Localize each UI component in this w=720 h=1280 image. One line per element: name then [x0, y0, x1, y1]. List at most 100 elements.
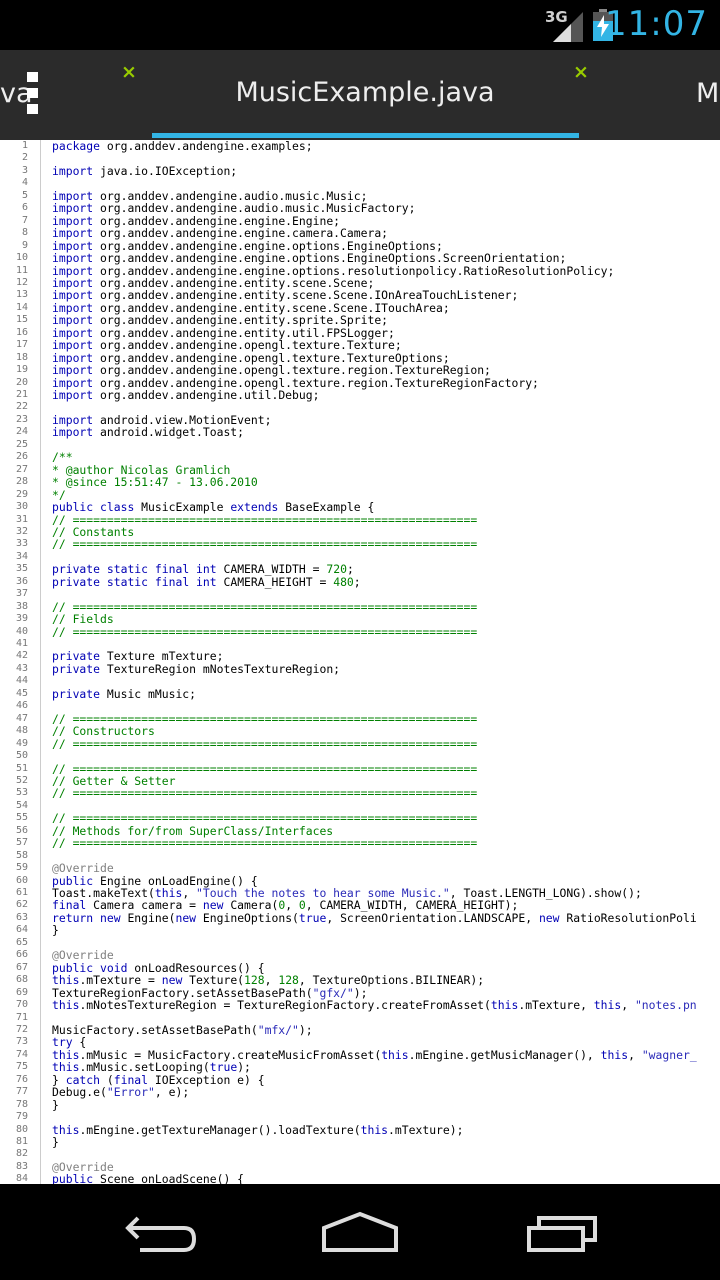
line-number: 48 [15, 725, 28, 737]
code-text: /** [52, 450, 73, 465]
code-text: // Fields [52, 612, 114, 627]
close-tab-icon[interactable]: × [121, 61, 137, 83]
code-line: 4 [0, 177, 720, 190]
overflow-menu-icon[interactable] [27, 72, 38, 114]
signal-icon [553, 12, 583, 42]
recent-apps-icon[interactable] [515, 1206, 615, 1258]
code-line: 59@Override [0, 862, 720, 875]
code-line: 64} [0, 924, 720, 937]
line-number: 47 [15, 712, 28, 724]
code-text: private static final int CAMERA_WIDTH = … [52, 562, 354, 577]
navigation-bar [0, 1184, 720, 1280]
code-text: // =====================================… [52, 624, 478, 639]
line-number: 35 [15, 563, 28, 575]
code-text: private Music mMusic; [52, 686, 197, 701]
line-number: 75 [15, 1061, 28, 1073]
code-text: import org.anddev.andengine.entity.scene… [52, 288, 519, 303]
code-text: public void onLoadResources() { [52, 960, 265, 975]
line-number: 59 [15, 862, 28, 874]
code-text: // Constants [52, 524, 135, 539]
code-text: // Getter & Setter [52, 773, 176, 788]
line-number: 53 [15, 787, 28, 799]
code-text: // =====================================… [52, 761, 478, 776]
code-line: 66@Override [0, 949, 720, 962]
line-number: 72 [15, 1023, 28, 1035]
line-number: 70 [15, 999, 28, 1011]
line-number: 76 [15, 1073, 28, 1085]
line-number: 44 [15, 675, 28, 687]
line-number: 20 [15, 376, 28, 388]
line-number: 69 [15, 986, 28, 998]
code-text: // Methods for/from SuperClass/Interface… [52, 823, 334, 838]
code-line: 38// ===================================… [0, 599, 720, 614]
line-number: 4 [21, 177, 28, 189]
code-line: 22 [0, 401, 720, 414]
line-number: 64 [15, 924, 28, 936]
line-number: 24 [15, 426, 28, 438]
close-tab-icon[interactable]: × [573, 61, 589, 83]
code-text: // =====================================… [52, 711, 478, 726]
code-text: * @author Nicolas Gramlich [52, 462, 231, 477]
code-line: 29*/ [0, 488, 720, 502]
code-line: 37 [0, 588, 720, 601]
code-line: 57// ===================================… [0, 837, 720, 850]
line-number: 58 [15, 849, 28, 861]
line-number: 46 [15, 700, 28, 712]
code-text: } [52, 1097, 59, 1112]
status-bar: 3G 11:07 [0, 0, 720, 50]
clock: 11:07 [605, 4, 708, 44]
line-number: 66 [15, 949, 28, 961]
code-text: // =====================================… [52, 599, 478, 614]
line-number: 52 [15, 774, 28, 786]
line-number: 54 [15, 799, 28, 811]
code-line: 39// Fields [0, 613, 720, 626]
code-text: this.mMusic = MusicFactory.createMusicFr… [52, 1047, 697, 1062]
line-number: 65 [15, 936, 28, 948]
line-number: 21 [15, 389, 28, 400]
code-line: 31// ===================================… [0, 513, 720, 527]
code-text: this.mNotesTextureRegion = TextureRegion… [52, 998, 697, 1013]
line-number: 19 [15, 364, 28, 376]
code-line: 78} [0, 1099, 720, 1112]
code-text: Toast.makeText(this, "Touch the notes to… [52, 886, 642, 900]
tab-next-file[interactable]: M [696, 78, 720, 109]
line-number: 61 [15, 887, 28, 898]
home-icon[interactable] [310, 1206, 410, 1258]
line-number: 68 [15, 974, 28, 986]
back-icon[interactable] [110, 1206, 210, 1258]
code-line: 32// Constants [0, 526, 720, 539]
line-number: 62 [15, 899, 28, 911]
line-number: 55 [15, 812, 28, 824]
line-number: 56 [15, 824, 28, 836]
code-line: 25 [0, 439, 720, 452]
line-number: 28 [15, 476, 28, 488]
code-text: import org.anddev.andengine.opengl.textu… [52, 350, 450, 365]
line-number: 60 [15, 874, 28, 886]
code-text: public Engine onLoadEngine() { [52, 873, 258, 888]
tab-current-file[interactable]: MusicExample.java [235, 77, 495, 108]
code-text: // =====================================… [52, 836, 478, 851]
line-number: 5 [21, 189, 28, 201]
line-number: 13 [15, 289, 28, 301]
editor-tab-bar: va × MusicExample.java × M [0, 50, 720, 140]
code-line: 79 [0, 1111, 720, 1124]
code-line: 46 [0, 700, 720, 713]
